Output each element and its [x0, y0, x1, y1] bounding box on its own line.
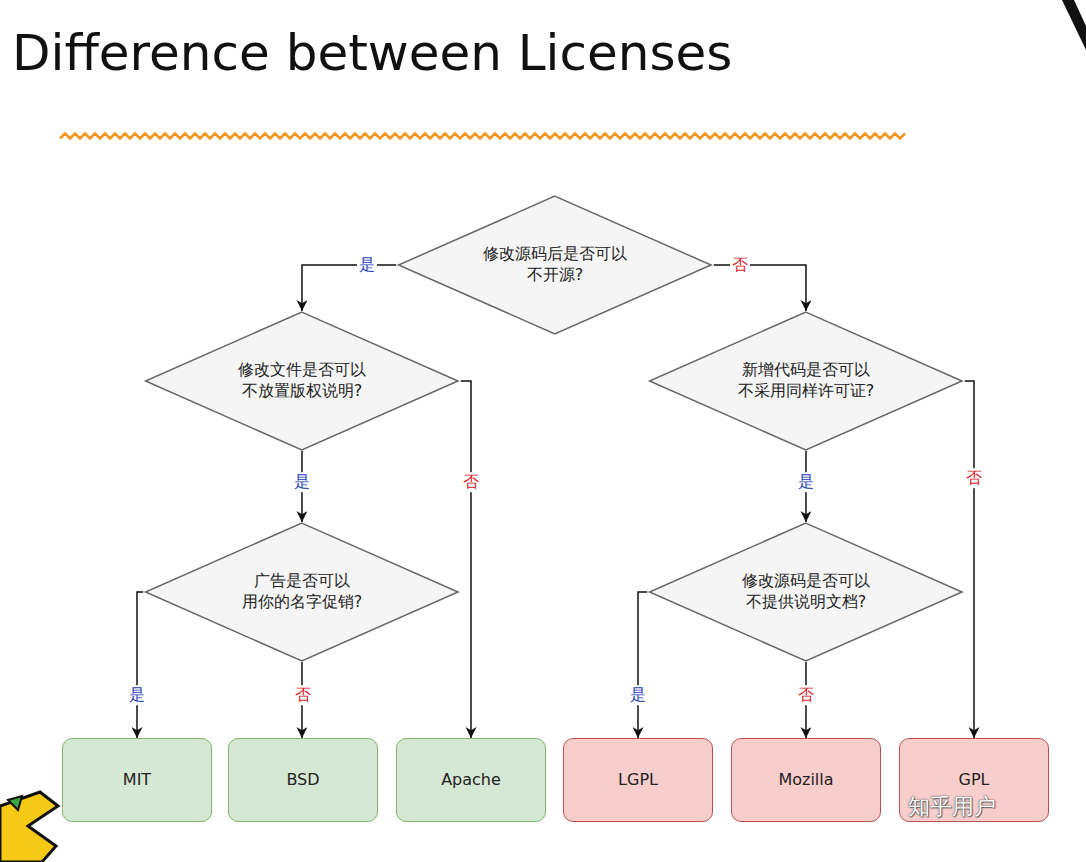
flow-connector	[461, 381, 471, 738]
edge-label: 否	[293, 685, 313, 705]
wavy-underline	[60, 134, 905, 139]
diamond-shape	[650, 312, 962, 450]
corner-decoration	[0, 792, 58, 862]
edge-label: 是	[796, 472, 816, 492]
license-box: LGPL	[563, 738, 713, 822]
diamond-shape	[146, 312, 458, 450]
question-text: 广告是否可以 用你的名字促销?	[212, 571, 392, 613]
diamond-shape	[399, 196, 711, 334]
edge-label: 是	[292, 472, 312, 492]
question-text: 修改源码后是否可以 不开源?	[465, 244, 645, 286]
decision-diamond: 修改源码后是否可以 不开源?	[396, 195, 714, 335]
license-name: Apache	[441, 770, 501, 791]
license-name: BSD	[286, 770, 319, 791]
flow-connector	[638, 592, 647, 738]
question-text: 修改文件是否可以 不放置版权说明?	[212, 360, 392, 402]
edge-label: 否	[730, 255, 750, 275]
edge-label: 否	[964, 468, 984, 488]
decision-diamond: 新增代码是否可以 不采用同样许可证?	[647, 311, 965, 451]
license-name: MIT	[123, 770, 151, 791]
flow-connector	[302, 265, 396, 311]
license-box: BSD	[228, 738, 378, 822]
license-name: GPL	[959, 770, 990, 791]
edge-label: 否	[796, 685, 816, 705]
license-name: Mozilla	[778, 770, 833, 791]
flow-connector	[137, 592, 143, 738]
license-name: LGPL	[618, 770, 658, 791]
license-box: Apache	[396, 738, 546, 822]
corner-decoration	[8, 796, 22, 810]
diagram-title: Difference between Licenses	[12, 24, 732, 82]
edge-label: 是	[357, 255, 377, 275]
corner-decoration	[1062, 0, 1086, 50]
decision-diamond: 修改文件是否可以 不放置版权说明?	[143, 311, 461, 451]
decision-diamond: 广告是否可以 用你的名字促销?	[143, 522, 461, 662]
license-box: MIT	[62, 738, 212, 822]
flow-connector	[965, 381, 974, 738]
diamond-shape	[650, 523, 962, 661]
watermark: 知乎用户	[908, 792, 996, 822]
question-text: 新增代码是否可以 不采用同样许可证?	[716, 360, 896, 402]
flow-connector	[714, 265, 806, 311]
diamond-shape	[146, 523, 458, 661]
edge-label: 否	[461, 472, 481, 492]
question-text: 修改源码是否可以 不提供说明文档?	[716, 571, 896, 613]
license-box: Mozilla	[731, 738, 881, 822]
edge-label: 是	[127, 685, 147, 705]
decision-diamond: 修改源码是否可以 不提供说明文档?	[647, 522, 965, 662]
edge-label: 是	[628, 685, 648, 705]
